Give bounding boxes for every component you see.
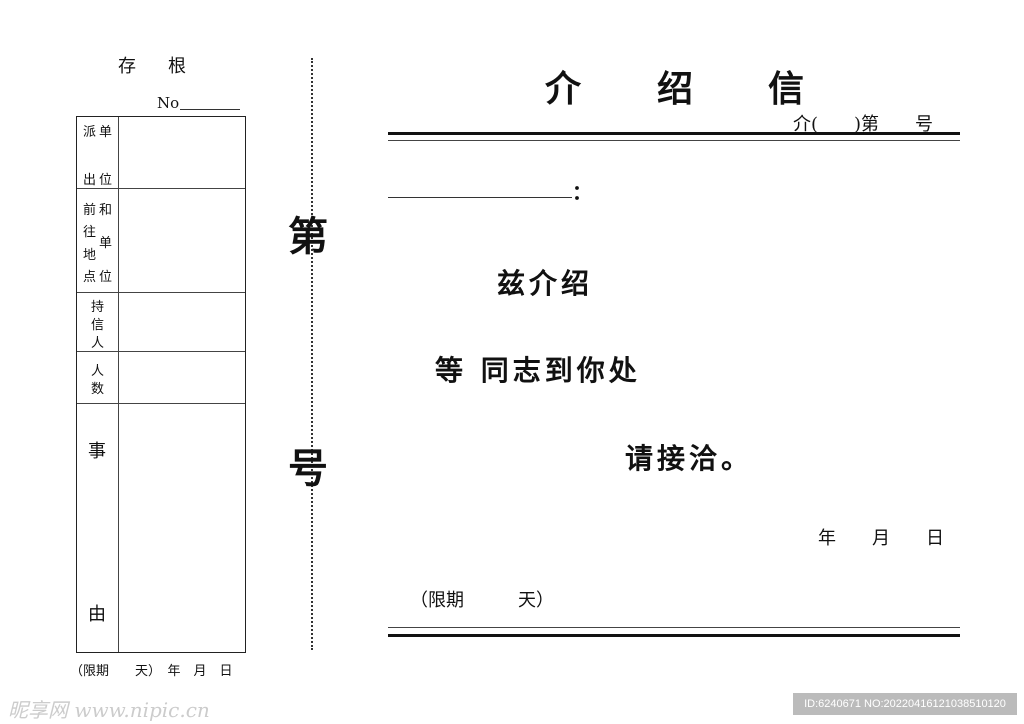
perforation-line <box>311 58 313 650</box>
letter-title-char: 介 <box>545 68 582 110</box>
label-char: 往 <box>83 225 97 240</box>
bottom-rule-thin <box>388 627 960 628</box>
top-rule-thick <box>388 132 960 135</box>
stub-footer: （限期 天） 年 月 日 <box>70 664 233 679</box>
stub-label: 派 单 出 位 <box>77 117 119 188</box>
stub-label: 事 由 <box>77 404 119 652</box>
stub-row-reason: 事 由 <box>77 404 245 652</box>
label-char: 和 <box>99 203 113 218</box>
letter-title-char: 绍 <box>657 68 694 110</box>
label-char: 人 <box>91 336 105 351</box>
stub-table: 派 单 出 位 前 和 往 单 地 点 位 持 信 人 <box>76 116 246 653</box>
letter-date: 年 月 日 <box>818 528 944 549</box>
stub-row-bearer: 持 信 人 <box>77 293 245 352</box>
stub-label: 人 数 <box>77 352 119 403</box>
label-char: 派 <box>83 125 97 140</box>
label-char: 数 <box>91 382 105 397</box>
stub-title: 存根 <box>118 56 218 77</box>
label-char: 出 <box>83 173 97 188</box>
stub-label: 持 信 人 <box>77 293 119 351</box>
stub-number-label: No <box>157 94 180 112</box>
label-char: 单 <box>99 236 113 251</box>
top-rule-thin <box>388 140 960 141</box>
recipient-field[interactable] <box>388 197 572 198</box>
watermark-logo: 昵享网 www.nipic.cn <box>8 698 210 722</box>
label-char: 持 <box>91 300 105 315</box>
recipient-colon: ： <box>572 180 592 204</box>
label-char: 信 <box>91 318 105 333</box>
stub-row-dispatch-unit: 派 单 出 位 <box>77 117 245 189</box>
label-char: 点 <box>83 270 97 285</box>
label-char: 位 <box>99 173 113 188</box>
watermark-id: ID:6240671 NO:20220416121038510120 <box>793 693 1017 715</box>
bottom-rule-thick <box>388 634 960 637</box>
letter-line-introduce: 兹介绍 <box>497 267 594 300</box>
perforation-char-top: 第 <box>288 213 328 260</box>
label-char: 地 <box>83 248 97 263</box>
perforation-char-bottom: 号 <box>288 445 328 492</box>
label-char: 前 <box>83 203 97 218</box>
label-char: 人 <box>91 364 105 379</box>
stub-label: 前 和 往 单 地 点 位 <box>77 189 119 292</box>
label-char: 由 <box>88 604 106 625</box>
label-char: 事 <box>88 441 106 462</box>
stub-number-field[interactable] <box>180 109 240 110</box>
letter-line-comrade: 等 同志到你处 <box>435 354 641 387</box>
letter-title-char: 信 <box>768 68 805 110</box>
letter-validity: （限期 天） <box>410 590 554 611</box>
label-char: 位 <box>99 270 113 285</box>
stub-row-destination: 前 和 往 单 地 点 位 <box>77 189 245 293</box>
stub-row-headcount: 人 数 <box>77 352 245 404</box>
letter-number: 介( )第 号 <box>793 114 934 135</box>
label-char: 单 <box>99 125 113 140</box>
letter-line-please: 请接洽。 <box>625 442 754 475</box>
